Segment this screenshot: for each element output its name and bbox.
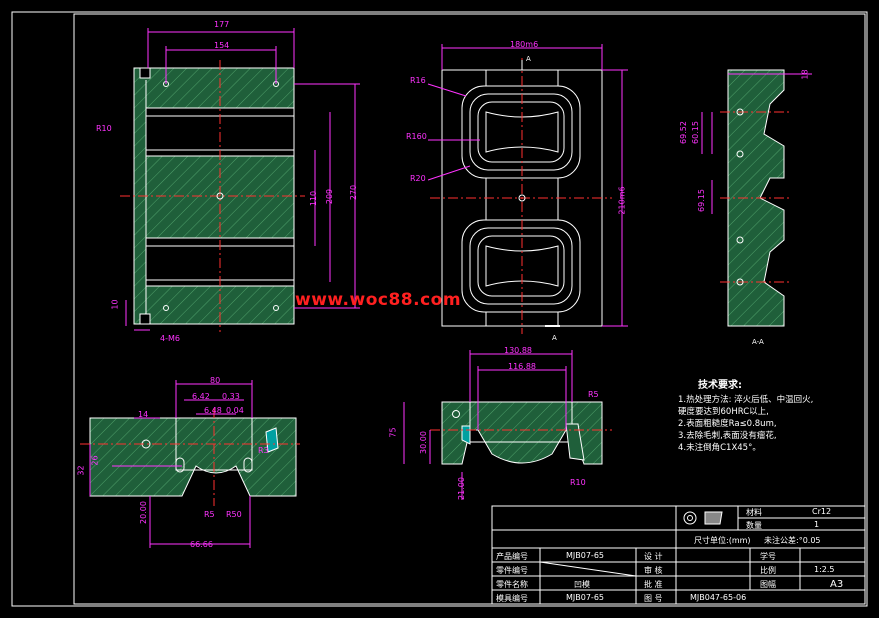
dim-r16: R16	[410, 76, 426, 85]
tb-qty-value: 1	[814, 520, 820, 529]
dim-r5: R5	[204, 510, 215, 519]
tb-sheet-label: 图幅	[760, 580, 776, 589]
tb-part-name-label: 零件名称	[496, 580, 528, 589]
tb-drawing-value: MJB047-65-06	[690, 593, 747, 602]
dim-80: 80	[210, 376, 221, 385]
watermark-text: www.woc88.com	[295, 290, 462, 310]
tb-sheet-value: A3	[830, 579, 844, 590]
tb-product-value: MJB07-65	[566, 551, 604, 560]
plate-top-view	[120, 28, 360, 332]
dim-26: 26	[90, 455, 100, 466]
dim-209: 209	[325, 188, 335, 205]
notes-line: 硬度要达到60HRC以上,	[678, 407, 769, 417]
tb-tolerance-text: 未注公差:°0.05	[764, 536, 821, 545]
tb-mold-label: 模具编号	[496, 594, 528, 603]
dim-130-88: 130.88	[504, 346, 532, 355]
tb-product-label: 产品编号	[496, 552, 528, 561]
notes-line: 3.去除毛刺,表面没有瘤花,	[678, 431, 777, 441]
tb-design-label: 设 计	[644, 552, 663, 561]
notes-line: 2.表面粗糙度Ra≤0.8um,	[678, 419, 777, 429]
tb-part-name-value: 凹模	[574, 580, 590, 589]
dim-14: 14	[138, 410, 149, 419]
tb-approve-label: 批 准	[644, 580, 663, 589]
dim-r50: R50	[226, 510, 242, 519]
die-cavity-view	[427, 44, 628, 334]
dim-60-15: 60.15	[690, 121, 700, 144]
outer-frame	[11, 11, 868, 607]
dim-10: 10	[110, 299, 120, 310]
tb-unit-text: 尺寸单位:(mm)	[694, 536, 751, 545]
dim-270: 270	[349, 184, 359, 201]
dim-30: 30.00	[418, 431, 428, 454]
dim-69-15: 69.15	[696, 189, 706, 212]
notes-line: 1.热处理方法: 淬火后低、中温回火,	[678, 395, 814, 405]
section-aa-label: A-A	[752, 338, 764, 346]
dim-110: 110	[309, 190, 319, 207]
bottom-left-section	[80, 380, 300, 548]
tb-qty-label: 数量	[746, 521, 762, 530]
notes-title: 技术要求:	[698, 380, 742, 391]
dim-177: 177	[214, 20, 230, 29]
dim-r5-b: R5	[588, 390, 599, 399]
dim-r20: R20	[410, 174, 426, 183]
dim-r3: R3	[258, 446, 269, 455]
notes-line: 4.未注倒角C1X45°。	[678, 443, 761, 453]
tb-drawing-label: 图 号	[644, 594, 663, 603]
technical-requirements: 技术要求: 1.热处理方法: 淬火后低、中温回火, 硬度要达到60HRC以上, …	[678, 380, 813, 454]
tb-material-label: 材料	[746, 508, 762, 517]
dim-r10-b: R10	[570, 478, 586, 487]
dim-180m6: 180m6	[510, 40, 539, 49]
inner-frame	[73, 13, 866, 605]
dim-0-33: 0.33	[222, 392, 240, 401]
section-mark-a-bottom: A	[552, 334, 557, 342]
dim-4m6: 4-M6	[160, 334, 180, 343]
dim-69-52: 69.52	[678, 121, 688, 144]
tb-scale-label: 比例	[760, 566, 776, 575]
dim-r10: R10	[96, 124, 112, 133]
tb-review-label: 审 核	[644, 566, 663, 575]
dim-66-66: 66.66	[190, 540, 213, 549]
dim-r160: R160	[406, 132, 427, 141]
dim-18: 18	[800, 69, 810, 80]
dim-154: 154	[214, 41, 230, 50]
bottom-middle-section	[403, 350, 612, 500]
tb-student-label: 学号	[760, 552, 776, 561]
dim-32: 32	[76, 465, 86, 476]
dim-0-04: 0.04	[226, 406, 244, 415]
dim-21: 21.00	[456, 477, 466, 500]
section-aa-view	[701, 69, 812, 327]
dim-20: 20.00	[138, 501, 148, 524]
dim-6-42: 6.42	[192, 392, 210, 401]
tb-scale-value: 1:2.5	[814, 565, 835, 574]
tb-material-value: Cr12	[812, 507, 832, 516]
dim-6-48: 6.48	[204, 406, 222, 415]
dim-75: 75	[388, 427, 398, 438]
title-block	[491, 505, 866, 605]
section-mark-a-top: A	[526, 55, 531, 63]
tb-part-label: 零件编号	[496, 566, 528, 575]
tb-mold-value: MJB07-65	[566, 593, 604, 602]
dim-116-88: 116.88	[508, 362, 536, 371]
dim-210m6: 210m6	[617, 186, 627, 215]
